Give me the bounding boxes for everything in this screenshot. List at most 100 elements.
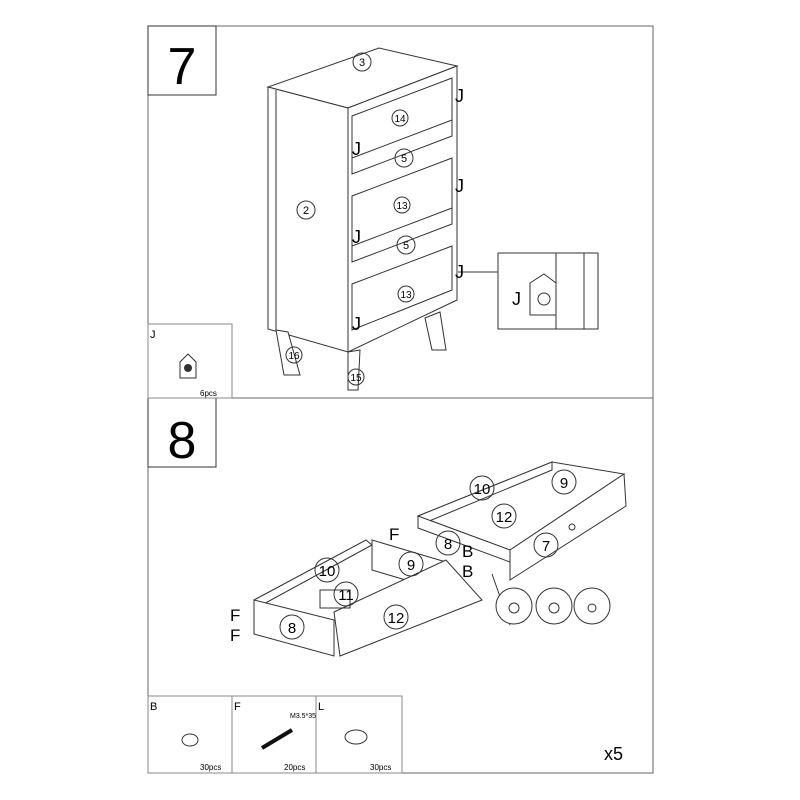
part-label-drawer-a: 14: [394, 114, 406, 125]
part-circle-drawer-a: [391, 109, 409, 127]
part-circle-drawer-c: [397, 285, 415, 303]
drawer-knob: [568, 523, 576, 531]
part-label: 10: [474, 481, 491, 498]
cap-icon: [587, 603, 597, 613]
drawer-back-panel: [253, 539, 373, 607]
connector-label: J: [352, 314, 361, 334]
part-label-top: 3: [359, 57, 365, 69]
part-label: 8: [288, 620, 296, 637]
drawer-parts: [253, 539, 483, 657]
part-label: 12: [388, 610, 405, 627]
step-8-part-labels: 10 9 12 8 7 10 9 11 12 8: [279, 469, 577, 640]
part-label: 8: [444, 536, 452, 553]
repeat-count: x5: [604, 744, 623, 764]
cabinet: [266, 47, 498, 391]
step-8-fastener-labels: F B B F F: [230, 525, 473, 645]
fastener-label: B: [462, 562, 473, 581]
cam-lock-icon: [537, 292, 551, 306]
part-circle: [383, 604, 409, 630]
legend-qty: 20pcs: [284, 763, 305, 772]
legend-code: J: [150, 329, 156, 341]
part-circle: [533, 532, 559, 558]
legend-box: [315, 695, 403, 774]
step-8-box: [147, 397, 217, 468]
cabinet-side: [267, 86, 349, 353]
detail-label: J: [512, 289, 521, 309]
legend-qty: 6pcs: [200, 389, 217, 398]
detail-box: [497, 252, 599, 330]
fastener-label: B: [462, 542, 473, 561]
part-label: 9: [560, 475, 568, 492]
part-circle-rail-a: [394, 148, 414, 168]
legend-f: F M3.5*35 20pcs: [231, 695, 317, 774]
leg-back-left: [275, 329, 301, 376]
legend-qty: 30pcs: [200, 763, 221, 772]
rail-upper: [351, 119, 453, 175]
legend-code: F: [234, 701, 241, 713]
leg-front: [347, 349, 361, 391]
step-7-box: [147, 25, 217, 96]
connector-label: J: [455, 262, 464, 282]
legend-b: B 30pcs: [147, 695, 233, 774]
legend-box: [147, 323, 233, 399]
legend-l: L 30pcs: [315, 695, 403, 774]
cam-nut-icon: [548, 602, 560, 614]
legend-box: [231, 695, 317, 774]
cam-nut-sequence: [495, 587, 611, 625]
step-7: 7 3 2: [147, 25, 599, 391]
drawer-assembled: [416, 461, 627, 626]
cap-icon: [344, 729, 368, 745]
detail-panel: [529, 273, 557, 316]
part-label-rail-a: 5: [401, 153, 407, 165]
cam-lock-detail: J: [497, 252, 599, 330]
part-label: 7: [542, 538, 550, 555]
legend-j: J 6pcs: [147, 323, 233, 399]
part-circle: [314, 557, 340, 583]
part-label-side: 2: [303, 205, 309, 217]
drawer-bottom: [351, 245, 453, 331]
fastener-label: F: [389, 525, 399, 544]
part-circle: [279, 614, 305, 640]
legend-code: B: [150, 701, 157, 713]
drawer-bottom-panel: [333, 559, 483, 657]
part-circle-leg-back: [285, 346, 303, 364]
part-label-leg-back: 16: [288, 351, 300, 362]
part-circle: [333, 581, 359, 607]
part-label-drawer-b: 13: [396, 201, 408, 212]
part-label: 12: [496, 509, 513, 526]
part-label: 9: [407, 557, 415, 574]
fastener-label: F: [230, 626, 240, 645]
part-circle-drawer-b: [393, 196, 411, 214]
part-label: 11: [338, 587, 354, 604]
step-7-part-labels: 3 2 14 5 13 5 13 16 15: [285, 52, 416, 386]
leg-back-right: [424, 311, 447, 351]
step-7-number: 7: [168, 38, 197, 96]
step-8-number: 8: [168, 412, 197, 470]
step-7-connector-labels: J J J J J J: [352, 86, 464, 334]
rail-lower: [351, 207, 453, 263]
drawer-left-panel: [253, 599, 335, 657]
step-8: 8 10 9 12 8 7: [147, 397, 627, 764]
part-circle: [469, 475, 495, 501]
part-circle-leg-front: [347, 368, 365, 386]
part-circle-rail-b: [396, 235, 416, 255]
part-label-leg-front: 15: [350, 373, 362, 384]
part-label-rail-b: 5: [403, 240, 409, 252]
part-circle-side: [296, 200, 316, 220]
part-circle: [435, 530, 461, 556]
connector-label: J: [455, 176, 464, 196]
drawer-assembled-front: [509, 473, 627, 581]
part-circle: [491, 503, 517, 529]
connector-label: J: [352, 227, 361, 247]
legend-code: L: [318, 701, 324, 713]
part-label: 10: [319, 563, 336, 580]
legend-qty: 30pcs: [370, 763, 391, 772]
part-circle: [398, 551, 424, 577]
part-circle-top: [352, 52, 372, 72]
screw-icon: [260, 728, 294, 750]
cam-nut-icon: [181, 733, 199, 747]
legend-spec: M3.5*35: [290, 713, 316, 720]
part-circle: [551, 469, 577, 495]
cam-nut-icon: [508, 602, 520, 614]
